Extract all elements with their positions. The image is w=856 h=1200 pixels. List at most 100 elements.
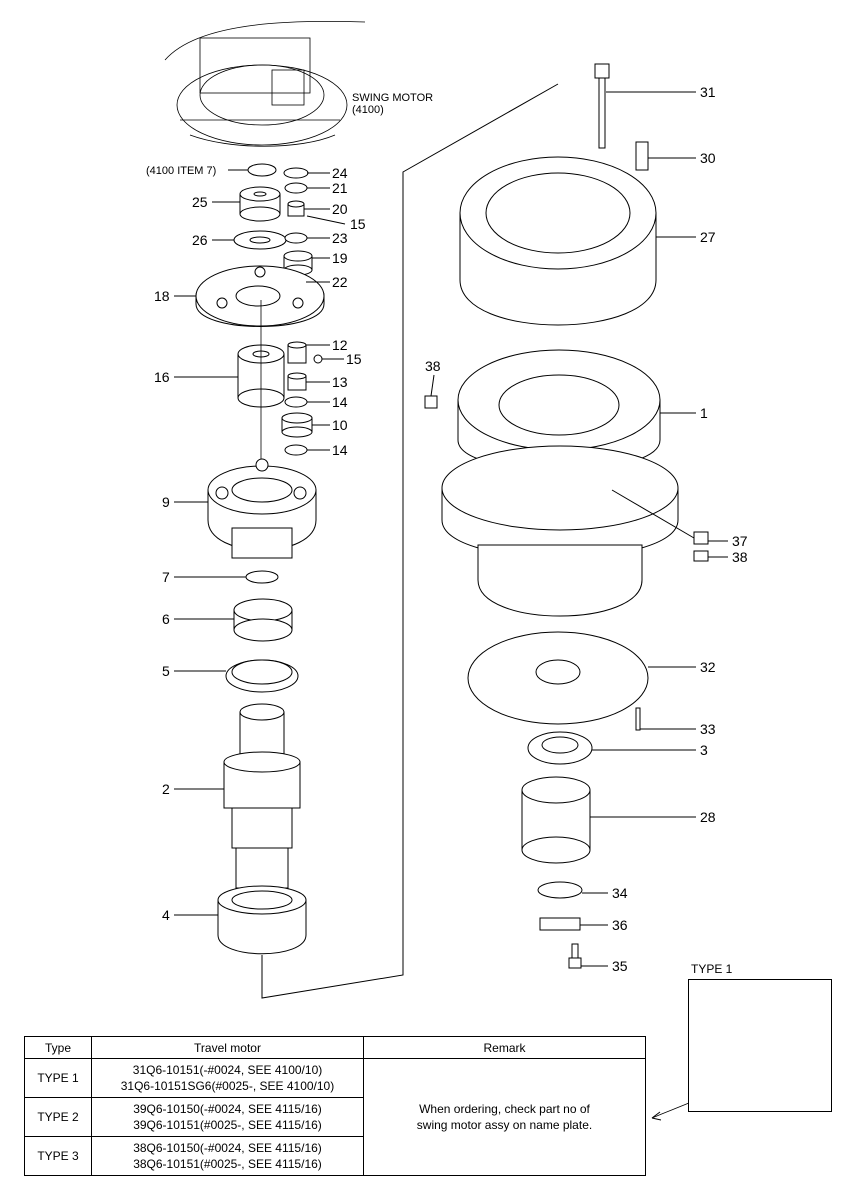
remark-line: When ordering, check part no of <box>419 1102 590 1116</box>
part-label: 38 <box>425 358 441 374</box>
part-label: 10 <box>332 417 348 433</box>
part-35-bolt <box>568 943 582 969</box>
part-label: 36 <box>612 917 628 933</box>
type-cell: TYPE 1 <box>24 1058 92 1098</box>
part-2-pinion-shaft <box>223 703 301 889</box>
part-38-plug-top <box>424 395 438 409</box>
motor-cell: 38Q6-10150(-#0024, SEE 4115/16) 38Q6-101… <box>91 1136 364 1176</box>
part-38-plug <box>693 550 709 562</box>
part-label: 28 <box>700 809 716 825</box>
part-label: 5 <box>162 663 170 679</box>
part-20-bushing <box>287 200 305 217</box>
column-header: Travel motor <box>91 1036 364 1059</box>
part-21 <box>284 182 308 194</box>
part-28-drive-gear <box>521 776 591 864</box>
table-header-row: Type Travel motor Remark <box>24 1036 646 1059</box>
part-label: 4 <box>162 907 170 923</box>
remark-line: swing motor assy on name plate. <box>416 1118 593 1132</box>
column-header: Type <box>24 1036 92 1059</box>
part-23 <box>284 232 308 244</box>
type-table: Type Travel motor Remark TYPE 1 31Q6-101… <box>24 1036 646 1176</box>
part-label: 14 <box>332 394 348 410</box>
part-14-washer-lower <box>284 444 308 456</box>
part-31-bolt <box>594 63 610 149</box>
part-label: 30 <box>700 150 716 166</box>
reference-item-label: (4100 ITEM 7) <box>146 165 216 177</box>
part-label: 25 <box>192 194 208 210</box>
part-37-plug <box>693 531 709 545</box>
part-14-washer <box>284 396 308 408</box>
part-label: 6 <box>162 611 170 627</box>
part-label: 37 <box>732 533 748 549</box>
part-ring-item7 <box>247 163 277 177</box>
part-label: 21 <box>332 180 348 196</box>
part-4-bearing <box>217 885 307 955</box>
motor-line: 38Q6-10150(-#0024, SEE 4115/16) <box>133 1141 322 1155</box>
part-label: 32 <box>700 659 716 675</box>
part-25-gear <box>239 186 281 222</box>
part-34-plate <box>537 881 583 899</box>
part-label: 1 <box>700 405 708 421</box>
part-label: 15 <box>350 216 366 232</box>
swing-motor-number: (4100) <box>352 104 384 116</box>
part-15-ball <box>313 354 323 364</box>
part-label: 34 <box>612 885 628 901</box>
motor-line: 31Q6-10151SG6(#0025-, SEE 4100/10) <box>120 1079 335 1093</box>
part-13-pin <box>287 372 307 391</box>
part-36-lock-plate <box>539 917 581 931</box>
part-24 <box>283 167 309 179</box>
part-label: 31 <box>700 84 716 100</box>
part-6-bearing <box>233 598 293 642</box>
remark-cell: When ordering, check part no of swing mo… <box>363 1058 646 1176</box>
part-label: 19 <box>332 250 348 266</box>
leader-lines <box>174 91 728 967</box>
part-label: 23 <box>332 230 348 246</box>
part-label: 26 <box>192 232 208 248</box>
part-30-pin <box>635 141 649 171</box>
part-label: 9 <box>162 494 170 510</box>
part-33-screw <box>635 707 641 731</box>
table-row: TYPE 3 38Q6-10150(-#0024, SEE 4115/16) 3… <box>24 1136 646 1176</box>
part-label: 22 <box>332 274 348 290</box>
part-7-disc <box>245 570 279 584</box>
part-3-seal <box>527 731 593 765</box>
part-label: 35 <box>612 958 628 974</box>
part-label: 27 <box>700 229 716 245</box>
type-cell: TYPE 3 <box>24 1136 92 1176</box>
part-label: 18 <box>154 288 170 304</box>
part-label: 20 <box>332 201 348 217</box>
table-row: TYPE 2 39Q6-10150(-#0024, SEE 4115/16) 3… <box>24 1097 646 1137</box>
part-label: 24 <box>332 165 348 181</box>
part-27-ring-gear <box>459 156 657 326</box>
table-row: TYPE 1 31Q6-10151(-#0024, SEE 4100/10) 3… <box>24 1058 646 1176</box>
motor-line: 38Q6-10151(#0025-, SEE 4115/16) <box>133 1157 322 1171</box>
motor-line: 39Q6-10151(#0025-, SEE 4115/16) <box>133 1118 322 1132</box>
part-label: 12 <box>332 337 348 353</box>
part-label: 13 <box>332 374 348 390</box>
part-label: 15 <box>346 351 362 367</box>
part-label: 7 <box>162 569 170 585</box>
part-label: 16 <box>154 369 170 385</box>
part-1-housing <box>441 349 679 617</box>
part-label: 3 <box>700 742 708 758</box>
part-10-gear <box>281 412 313 438</box>
part-label: 33 <box>700 721 716 737</box>
part-number-labels: 24 21 25 20 15 26 23 19 18 22 12 15 16 1… <box>154 84 748 974</box>
motor-cell: 39Q6-10150(-#0024, SEE 4115/16) 39Q6-101… <box>91 1097 364 1137</box>
motor-line: 31Q6-10151(-#0024, SEE 4100/10) <box>132 1063 323 1077</box>
inset-label: TYPE 1 <box>691 962 733 976</box>
motor-line: 39Q6-10150(-#0024, SEE 4115/16) <box>133 1102 322 1116</box>
column-header: Remark <box>363 1036 646 1059</box>
part-label: 38 <box>732 549 748 565</box>
swing-motor-label: SWING MOTOR <box>352 92 433 104</box>
part-9-carrier <box>207 458 317 559</box>
swing-motor-housing <box>164 20 366 147</box>
part-18-carrier-plate <box>195 265 325 327</box>
part-12-pin <box>287 341 307 364</box>
motor-cell: 31Q6-10151(-#0024, SEE 4100/10) 31Q6-101… <box>91 1058 364 1098</box>
part-label: 14 <box>332 442 348 458</box>
part-32-cover-plate <box>467 631 649 725</box>
type-cell: TYPE 2 <box>24 1097 92 1137</box>
part-label: 2 <box>162 781 170 797</box>
